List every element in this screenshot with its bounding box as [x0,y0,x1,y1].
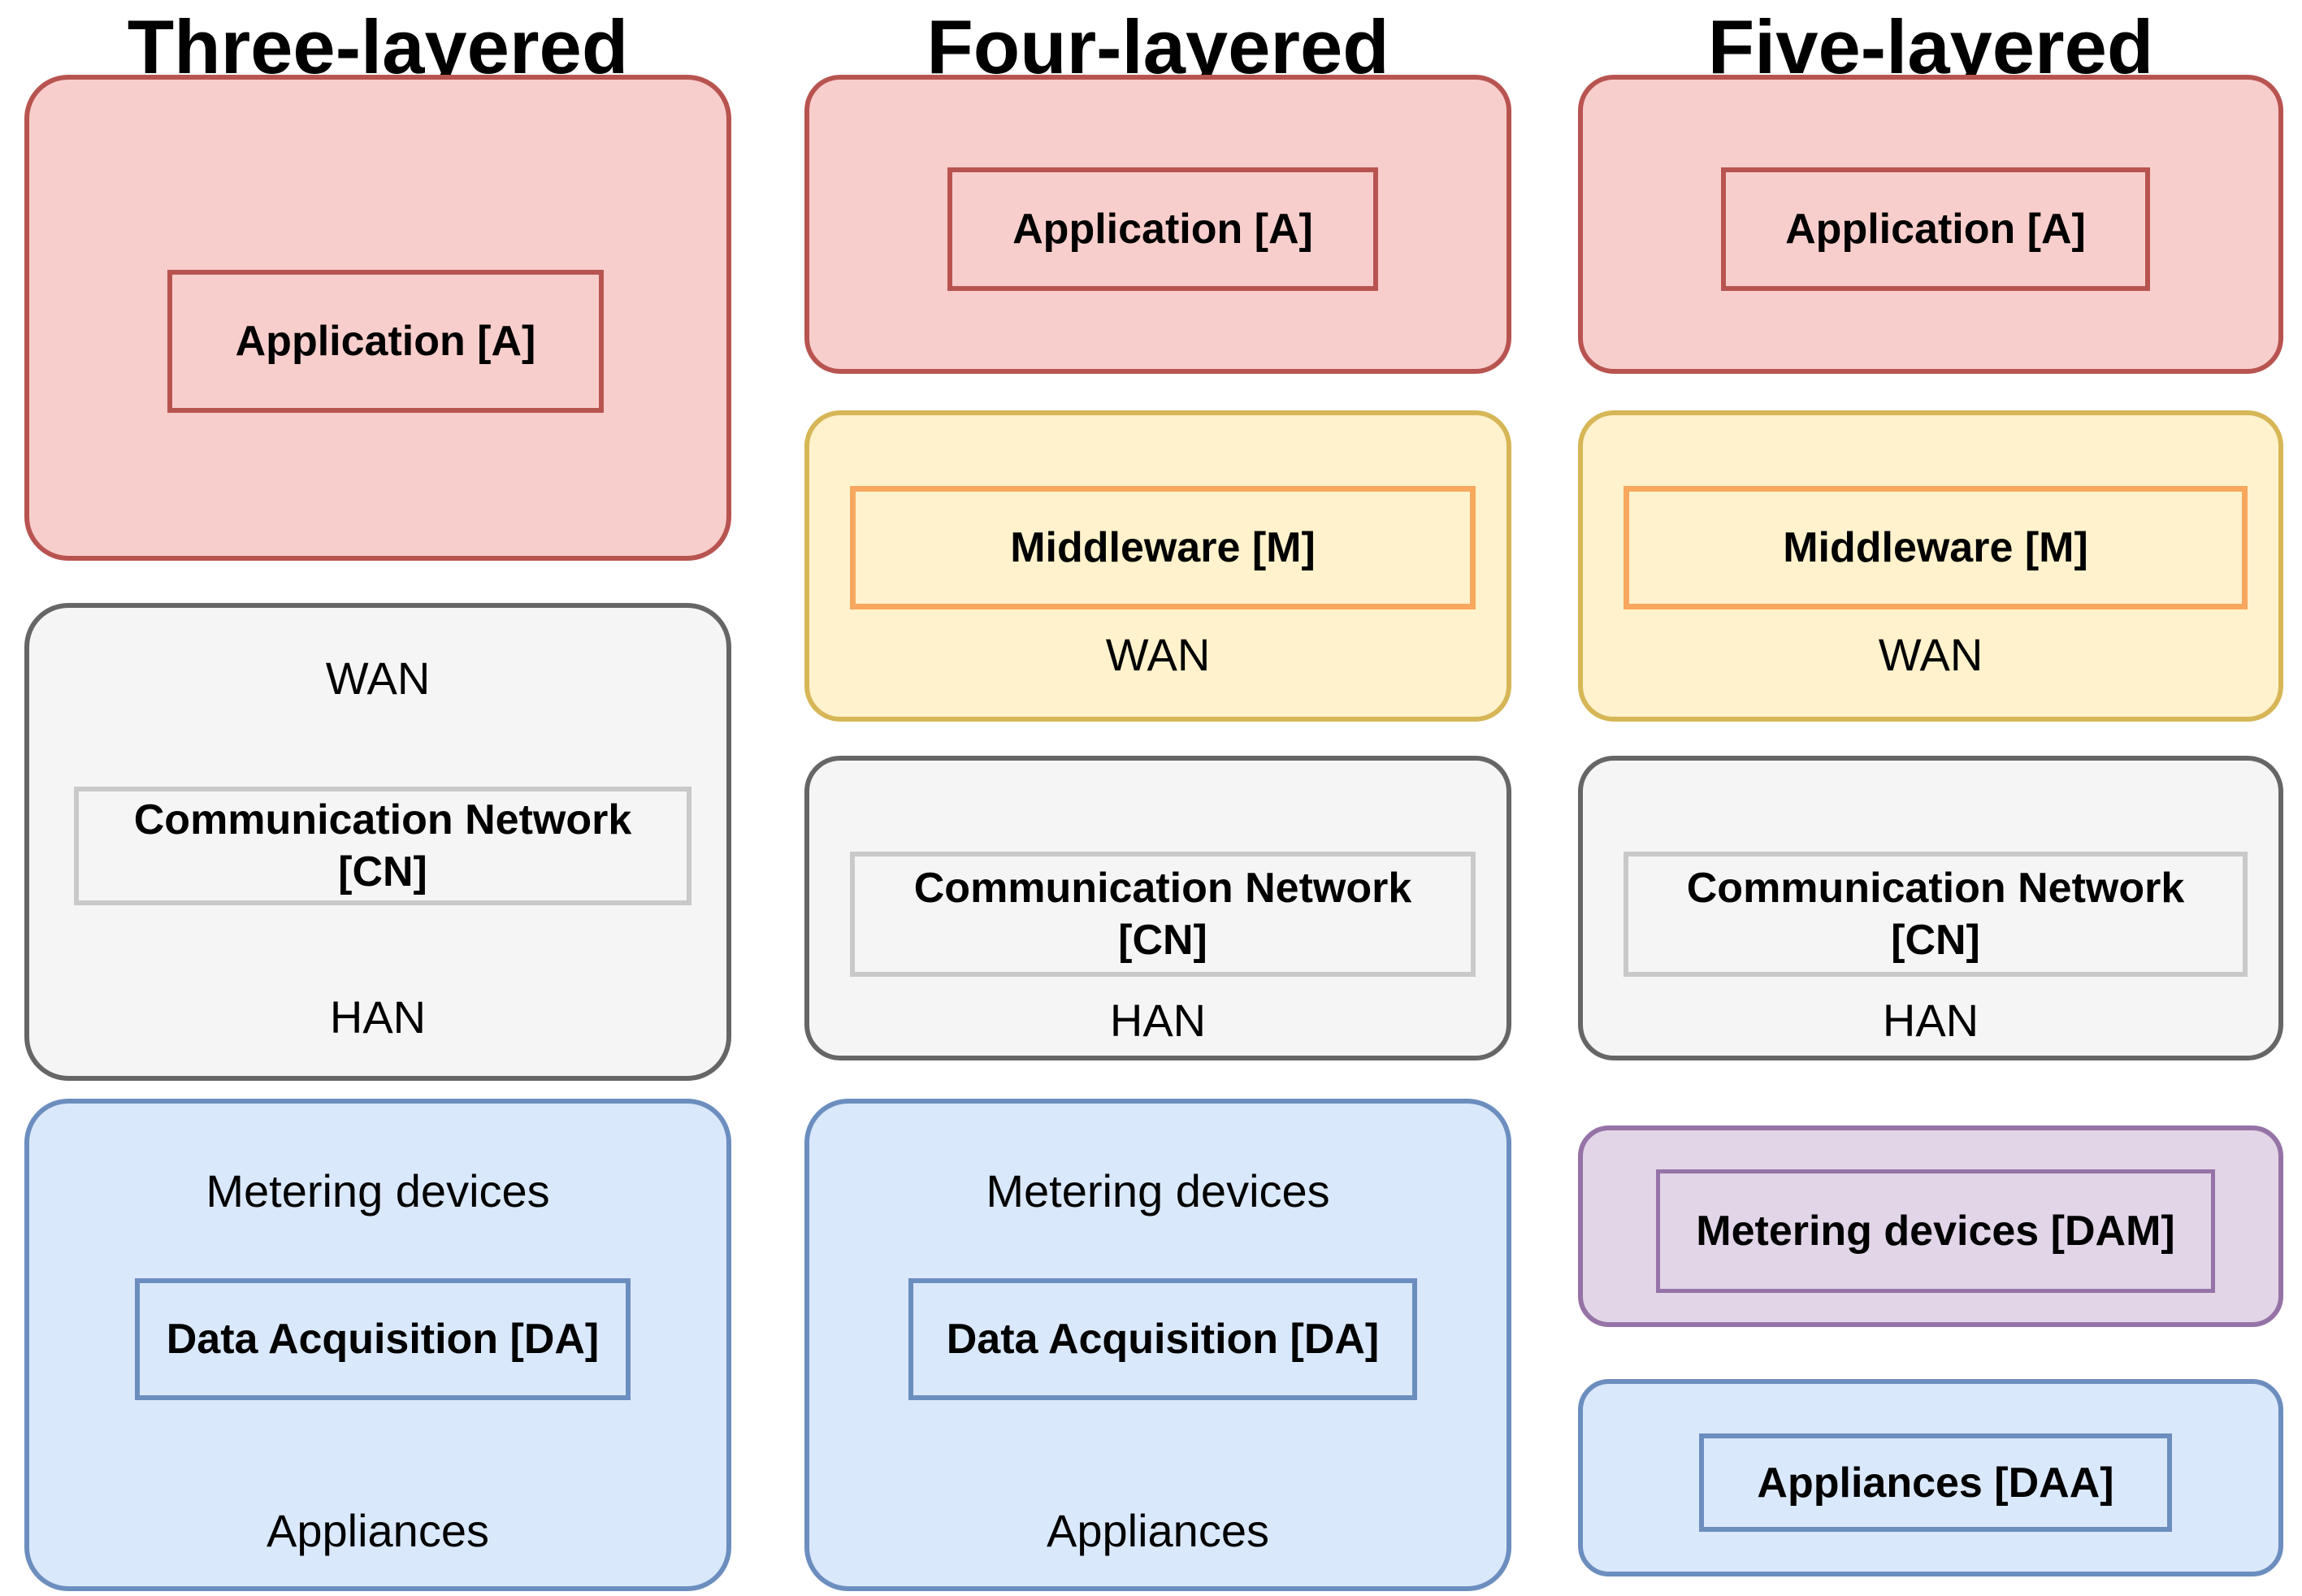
col1-data-acquisition-label: Data Acquisition [DA] [166,1316,600,1363]
col2-appliances-label: Appliances [1047,1505,1269,1556]
col2-communication-network-inner-box: Communication Network [CN] [850,852,1476,977]
col1-communication-network-inner-box: Communication Network [CN] [74,787,691,905]
col3-communication-network-layer-box: Communication Network [CN] HAN [1578,756,2283,1060]
col3-middleware-layer-box: Middleware [M] WAN [1578,410,2283,722]
col3-metering-devices-label: Metering devices [DAM] [1696,1208,2175,1255]
col3-appliances-label: Appliances [DAA] [1757,1459,2114,1507]
col2-communication-network-layer-box: Communication Network [CN] HAN [804,756,1511,1060]
col3-middleware-label: Middleware [M] [1783,524,2088,571]
col1-appliances-label: Appliances [267,1505,489,1556]
col1-application-inner-box: Application [A] [167,270,604,413]
col3-appliances-inner-box: Appliances [DAA] [1699,1433,2172,1532]
col1-han-label: HAN [329,991,427,1043]
col1-metering-devices-label: Metering devices [206,1165,550,1217]
col3-application-inner-box: Application [A] [1721,167,2150,291]
col3-communication-network-label-line1: Communication Network [1686,865,2185,912]
col3-communication-network-inner-box: Communication Network [CN] [1624,852,2248,977]
col2-communication-network-label-line2: [CN] [1118,917,1207,964]
col2-data-acquisition-layer-box: Metering devices Data Acquisition [DA] A… [804,1099,1511,1591]
col1-application-layer-box: Application [A] [24,75,731,561]
col3-appliances-layer-box: Appliances [DAA] [1578,1379,2283,1576]
col2-metering-devices-label: Metering devices [986,1165,1330,1217]
col3-metering-devices-inner-box: Metering devices [DAM] [1656,1169,2215,1293]
col3-communication-network-label-line2: [CN] [1891,917,1980,964]
col1-communication-network-layer-box: WAN Communication Network [CN] HAN [24,603,731,1081]
col2-data-acquisition-inner-box: Data Acquisition [DA] [908,1278,1417,1400]
col3-han-label: HAN [1882,995,1979,1046]
col1-data-acquisition-layer-box: Metering devices Data Acquisition [DA] A… [24,1099,731,1591]
col3-application-layer-box: Application [A] [1578,75,2283,374]
col2-application-layer-box: Application [A] [804,75,1511,374]
col3-application-label: Application [A] [1785,206,2086,253]
col1-application-label: Application [A] [235,318,536,365]
col2-han-label: HAN [1109,995,1207,1046]
col2-middleware-layer-box: Middleware [M] WAN [804,410,1511,722]
col3-metering-devices-layer-box: Metering devices [DAM] [1578,1125,2283,1327]
col1-communication-network-label-line1: Communication Network [133,796,632,844]
col2-communication-network-label-line1: Communication Network [913,865,1412,912]
col2-application-inner-box: Application [A] [947,167,1378,291]
col2-data-acquisition-label: Data Acquisition [DA] [946,1316,1380,1363]
col2-middleware-inner-box: Middleware [M] [850,486,1476,609]
col1-wan-label: WAN [325,653,431,704]
col3-wan-label: WAN [1878,629,1983,680]
col1-communication-network-label-line2: [CN] [338,848,427,896]
col2-middleware-label: Middleware [M] [1010,524,1316,571]
col1-data-acquisition-inner-box: Data Acquisition [DA] [135,1278,631,1400]
col2-wan-label: WAN [1105,629,1211,680]
col3-middleware-inner-box: Middleware [M] [1624,486,2248,609]
col2-application-label: Application [A] [1012,206,1313,253]
